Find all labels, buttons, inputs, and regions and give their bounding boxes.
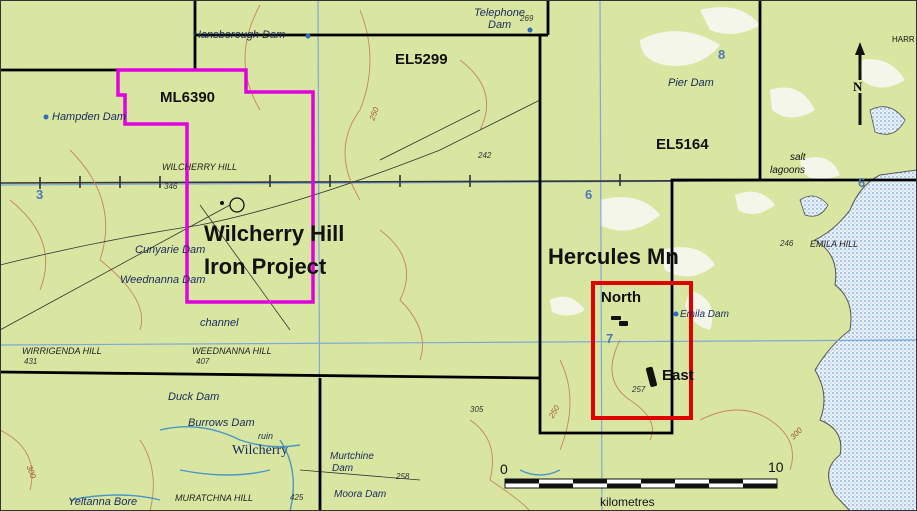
grid-number-6: 6 <box>585 187 593 202</box>
place-murtchine-1: Murtchine <box>330 451 374 462</box>
place-harr: HARR <box>892 35 915 44</box>
place-duck: Duck Dam <box>168 391 220 403</box>
place-wilcherry: Wilcherry <box>232 443 289 458</box>
spot-height-258: 258 <box>396 472 410 481</box>
place-ruin: ruin <box>258 431 274 441</box>
grid-number-3: 3 <box>36 187 44 202</box>
scale-unit: kilometres <box>600 495 655 509</box>
grid-number-6-east: 6 <box>858 175 866 190</box>
scale-start: 0 <box>500 461 508 477</box>
mine-name: Hercules Mn <box>548 244 679 269</box>
el-east-label: EL5164 <box>656 136 709 153</box>
place-cunyarie: Cunyarie Dam <box>135 244 206 256</box>
spot-height-246: 246 <box>780 239 794 248</box>
spot-height-269: 269 <box>520 14 534 23</box>
place-emila: Emila Dam <box>680 309 729 320</box>
salt-lagoon-small <box>799 195 829 217</box>
spot-height-242: 242 <box>478 151 492 160</box>
spot-height-305: 305 <box>470 405 484 414</box>
north-letter: N <box>853 79 863 94</box>
spot-height-425: 425 <box>290 493 304 502</box>
place-channel: channel <box>200 317 239 329</box>
place-murtchine-2: Dam <box>332 463 354 474</box>
place-pier: Pier Dam <box>668 77 714 89</box>
place-telephone-1: Telephone <box>474 7 525 19</box>
hill-wirrigenda: WIRRIGENDA HILL <box>22 346 102 356</box>
deposit-north-label: North <box>601 289 641 306</box>
place-lagoons: lagoons <box>770 165 806 176</box>
place-burrows: Burrows Dam <box>188 417 255 429</box>
grid-number-8: 8 <box>718 47 726 62</box>
place-hansborough: Hansborough Dam <box>193 29 286 41</box>
ml-label: ML6390 <box>160 89 216 106</box>
salt-lagoon-north <box>869 106 906 135</box>
project-title-line2: Iron Project <box>204 254 327 279</box>
place-moora: Moora Dam <box>334 489 387 500</box>
scale-bar <box>504 478 778 489</box>
spot-height-431: 431 <box>24 357 38 366</box>
place-telephone-2: Dam <box>488 19 512 31</box>
el-west-label: EL5299 <box>395 51 448 68</box>
grid-number-7: 7 <box>606 331 614 346</box>
contours <box>0 4 793 511</box>
scale-end: 10 <box>768 459 784 475</box>
creeks <box>69 426 561 511</box>
dam-markers <box>43 27 679 317</box>
deposit-markers <box>611 316 658 387</box>
project-marker <box>220 197 245 213</box>
place-yeltanna: Yeltanna Bore <box>68 496 138 508</box>
hill-weednanna: WEEDNANNA HILL <box>192 346 272 356</box>
spot-height-346: 346 <box>164 182 178 191</box>
hill-murtchine: MURATCHNA HILL <box>175 493 254 503</box>
spot-height-407: 407 <box>196 357 210 366</box>
ml6390-boundary <box>116 68 315 304</box>
hill-wilcherry: WILCHERRY HILL <box>162 162 238 172</box>
hercules-deposit-box <box>591 281 693 420</box>
hill-emila: EMILA HILL <box>810 239 859 249</box>
deposit-east-label: East <box>662 367 694 384</box>
place-hampden: Hampden Dam <box>52 111 126 123</box>
place-weednanna-dam: Weednanna Dam <box>120 274 206 286</box>
place-salt: salt <box>790 152 806 163</box>
spot-height-257: 257 <box>632 385 646 394</box>
project-title-line1: Wilcherry Hill <box>204 221 345 246</box>
